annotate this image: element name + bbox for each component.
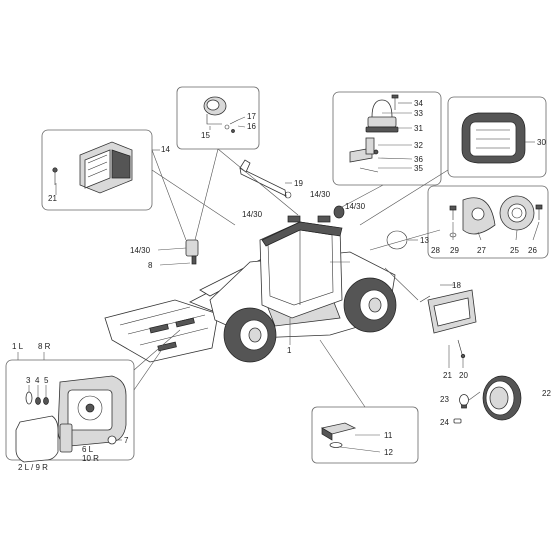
callout-14-30-top[interactable]: 14/30 [310,190,331,199]
callout-32[interactable]: 32 [414,141,423,150]
callout-20[interactable]: 20 [459,371,468,380]
callout-1[interactable]: 1 [287,346,292,355]
leader-lines [17,102,540,453]
callout-6L[interactable]: 6 L [82,445,94,454]
callout-13[interactable]: 13 [420,236,429,245]
callout-30[interactable]: 30 [537,138,546,147]
callout-8R[interactable]: 8 R [38,342,51,351]
callout-21-lamp[interactable]: 21 [48,194,57,203]
callout-7[interactable]: 7 [124,436,129,445]
led-work-light-icon [461,112,526,164]
light-support-arm[interactable] [239,159,292,199]
callout-5[interactable]: 5 [44,376,49,385]
round-lamp-icon [203,96,227,125]
callout-1L[interactable]: 1 L [12,342,24,351]
callout-10R[interactable]: 10 R [82,454,99,463]
beacon-bracket-icon [349,137,379,173]
reflector-cover-icon [462,197,496,235]
callout-14-30-left[interactable]: 14/30 [130,246,151,255]
callout-14[interactable]: 14 [161,145,170,154]
callout-21-bracket[interactable]: 21 [443,371,452,380]
callout-28[interactable]: 28 [431,246,440,255]
callout-12[interactable]: 12 [384,448,393,457]
bulb-icon[interactable] [459,394,469,409]
callout-labels: 14 21 15 17 16 34 33 31 32 36 35 30 28 2… [12,99,551,472]
telehandler-machine [104,205,397,363]
callout-33[interactable]: 33 [414,109,423,118]
callout-3[interactable]: 3 [26,376,31,385]
callout-23[interactable]: 23 [440,395,449,404]
callout-18[interactable]: 18 [452,281,461,290]
callout-8[interactable]: 8 [148,261,153,270]
reflector-strip-icon [59,423,73,453]
callout-26[interactable]: 26 [528,246,537,255]
callout-14-30-cab[interactable]: 14/30 [242,210,263,219]
callout-35[interactable]: 35 [414,164,423,173]
detail-box-rotating-beacon[interactable] [332,91,442,186]
rear-wheel [343,277,397,333]
callout-27[interactable]: 27 [477,246,486,255]
detail-box-light-covers[interactable] [427,185,549,259]
detail-box-beacon-mount[interactable] [176,86,260,150]
fuse-icon[interactable] [453,418,462,424]
work-lamp-square-icon [79,141,133,194]
callout-31[interactable]: 31 [414,124,423,133]
callout-36[interactable]: 36 [414,155,423,164]
bolt-washer-icon [224,119,239,133]
callout-2L-9R[interactable]: 2 L / 9 R [18,463,48,472]
plate-light-icon [320,422,357,448]
lamp-mount-plate-icon [499,195,535,231]
headlamp-body-icon [57,375,127,447]
callout-17[interactable]: 17 [247,112,256,121]
detail-box-led-work-light[interactable] [447,96,547,178]
callout-19[interactable]: 19 [294,179,303,188]
callout-24[interactable]: 24 [440,418,449,427]
screw-icon-small [535,204,543,220]
callout-34[interactable]: 34 [414,99,423,108]
callout-16[interactable]: 16 [247,122,256,131]
headlamp-lens-icon [15,415,59,463]
front-wheel [223,307,277,363]
rear-light-bracket[interactable] [419,289,477,359]
seal-ring[interactable] [386,230,408,250]
screw-icon [52,167,58,185]
callout-4[interactable]: 4 [35,376,40,385]
callout-25[interactable]: 25 [510,246,519,255]
callout-11[interactable]: 11 [384,431,393,440]
callout-15[interactable]: 15 [201,131,210,140]
callout-22[interactable]: 22 [542,389,551,398]
callout-29[interactable]: 29 [450,246,459,255]
detail-box-work-lamp-rear[interactable] [41,129,153,211]
callout-14-30-right[interactable]: 14/30 [345,202,366,211]
beacon-bolt-icon [391,94,399,110]
round-rear-lamp[interactable] [482,375,522,421]
